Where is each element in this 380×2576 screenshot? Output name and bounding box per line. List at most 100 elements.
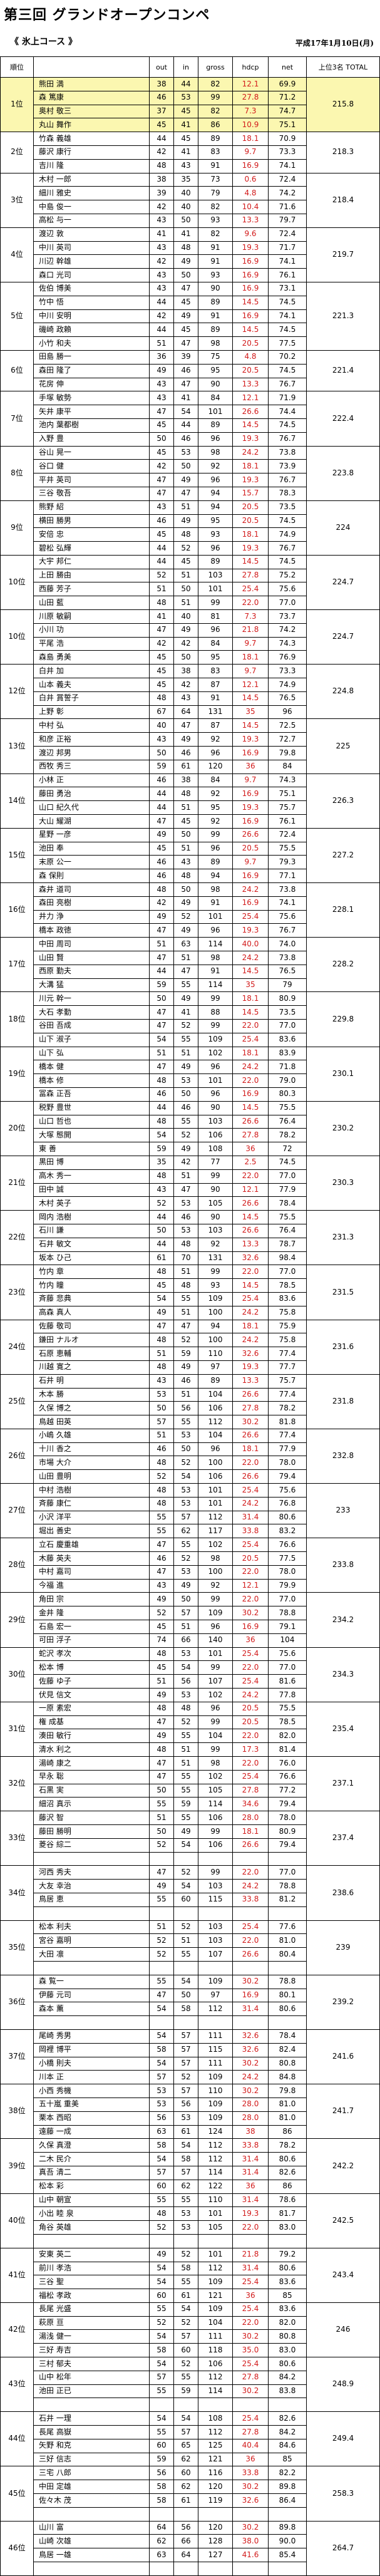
- out-score: 41: [149, 227, 174, 242]
- out-score: 45: [149, 664, 174, 679]
- net-score: 79.4: [268, 1797, 307, 1812]
- rank-cell: 44位: [0, 2411, 34, 2467]
- out-score: 49: [149, 2247, 174, 2262]
- hdcp-value: 25.4: [232, 2411, 269, 2426]
- hdcp-value: 22.0: [232, 1169, 269, 1184]
- net-score: 74.5: [268, 514, 307, 529]
- rank-cell: 20位: [0, 1100, 34, 1156]
- player-name: [33, 1960, 150, 1975]
- gross-score: 95: [198, 363, 233, 378]
- in-score: 41: [173, 145, 198, 160]
- gross-score: 91: [198, 309, 233, 324]
- table-row: [1, 1851, 380, 1866]
- gross-score: 111: [198, 2329, 233, 2344]
- net-score: [268, 1960, 307, 1975]
- gross-score: 111: [198, 2029, 233, 2044]
- in-score: 49: [173, 309, 198, 324]
- gross-score: 112: [198, 2261, 233, 2276]
- in-score: 54: [173, 1879, 198, 1893]
- out-score: 58: [149, 2480, 174, 2495]
- hdcp-value: 7.3: [232, 104, 269, 119]
- player-name: [33, 2398, 150, 2413]
- player-name: 河西 秀夫: [33, 1865, 150, 1880]
- net-score: 75.9: [268, 1319, 307, 1334]
- player-name: 小西 秀機: [33, 2084, 150, 2098]
- gross-score: 93: [198, 268, 233, 282]
- in-score: 46: [173, 363, 198, 378]
- top3-total: 249.4: [306, 2411, 380, 2467]
- out-score: 48: [149, 1265, 174, 1280]
- hdcp-value: 36: [232, 2179, 269, 2194]
- player-name: 湯浅 健一: [33, 2329, 150, 2344]
- rank-cell: 10位: [0, 609, 34, 665]
- in-score: 53: [173, 1483, 198, 1497]
- in-score: 44: [173, 418, 198, 433]
- gross-score: 96: [198, 473, 233, 487]
- net-score: 78.7: [268, 1237, 307, 1252]
- net-score: 77.0: [268, 1018, 307, 1033]
- gross-score: 100: [198, 1305, 233, 1320]
- rank-cell: 34位: [0, 1865, 34, 1921]
- in-score: 51: [173, 1620, 198, 1634]
- gross-score: 82: [198, 227, 233, 242]
- gross-score: 98: [198, 445, 233, 460]
- out-score: 57: [149, 1415, 174, 1429]
- in-score: 55: [173, 2193, 198, 2208]
- net-score: 75.2: [268, 568, 307, 583]
- out-score: 49: [149, 1688, 174, 1702]
- out-score: 49: [149, 909, 174, 924]
- in-score: 50: [173, 1592, 198, 1607]
- in-score: 62: [173, 2480, 198, 2495]
- player-name: 丸山 舞作: [33, 118, 150, 133]
- in-score: 41: [173, 391, 198, 406]
- hdcp-value: 14.5: [232, 323, 269, 338]
- out-score: 53: [149, 2097, 174, 2112]
- in-score: 53: [173, 1688, 198, 1702]
- rank-cell: 17位: [0, 937, 34, 993]
- player-name: 橋本 健: [33, 1060, 150, 1075]
- gross-score: 98: [198, 882, 233, 897]
- hdcp-value: 20.5: [232, 363, 269, 378]
- player-name: 可田 浮子: [33, 1633, 150, 1648]
- out-score: 50: [149, 1401, 174, 1416]
- gross-score: 121: [198, 2452, 233, 2467]
- player-name: 橋本 修: [33, 1073, 150, 1088]
- hdcp-value: 31.4: [232, 2165, 269, 2180]
- in-score: 53: [173, 1073, 198, 1088]
- gross-score: 99: [198, 596, 233, 611]
- in-score: 61: [173, 759, 198, 774]
- rank-cell: 38位: [0, 2084, 34, 2139]
- player-name: 山崎 次雄: [33, 2534, 150, 2549]
- net-score: 77.4: [268, 1347, 307, 1361]
- out-score: 57: [149, 2370, 174, 2385]
- gross-score: 116: [198, 2466, 233, 2481]
- net-score: 79.0: [268, 1073, 307, 1088]
- gross-score: [198, 2015, 233, 2030]
- player-name: 西原 勤夫: [33, 964, 150, 979]
- rank-cell: 18位: [0, 991, 34, 1047]
- in-score: 48: [173, 1278, 198, 1293]
- player-name: 一原 素宏: [33, 1701, 150, 1716]
- net-score: 72.7: [268, 732, 307, 747]
- player-name: 山田 藍: [33, 596, 150, 611]
- top3-total: 264.7: [306, 2520, 380, 2576]
- gross-score: 109: [198, 2275, 233, 2290]
- hdcp-value: 30.2: [232, 2520, 269, 2535]
- gross-score: 95: [198, 800, 233, 815]
- rank-cell: 40位: [0, 2193, 34, 2248]
- in-score: 55: [173, 2275, 198, 2290]
